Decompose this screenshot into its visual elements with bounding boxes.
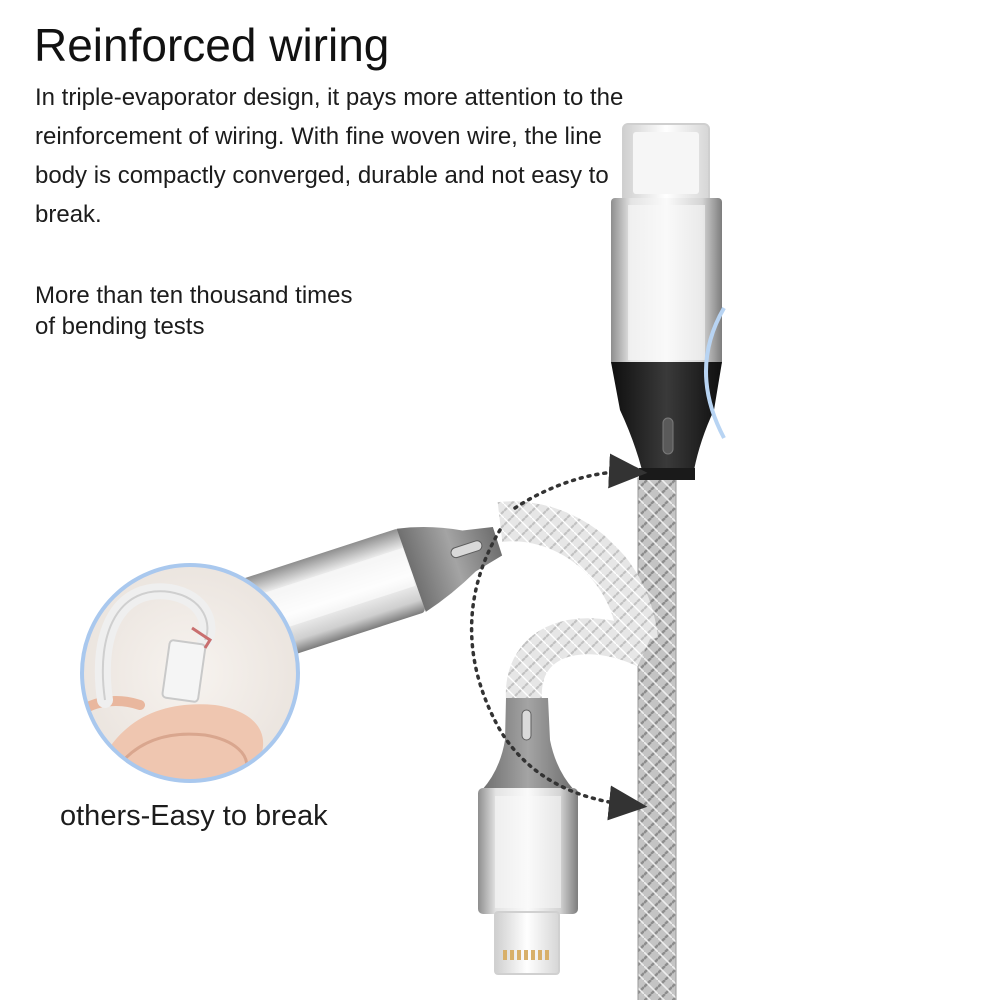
broken-cable-photo [80,563,300,783]
dotted-arc-arrow-lower [469,528,648,821]
others-easy-to-break-caption: others-Easy to break [60,800,328,832]
intro-description: In triple-evaporator design, it pays mor… [35,84,624,228]
bending-tests-caption: More than ten thousand times of bending … [35,282,353,340]
lower-bent-braided-cable [505,618,653,702]
lens-ring-partial [704,306,726,439]
dotted-arc-arrow-upper [513,453,648,510]
top-lightning-connector-icon [611,123,722,480]
bent-braided-cable [497,501,658,643]
page-title: Reinforced wiring [34,19,390,71]
bottom-lightning-connector-icon [478,698,578,975]
main-braided-cable [638,478,676,1000]
